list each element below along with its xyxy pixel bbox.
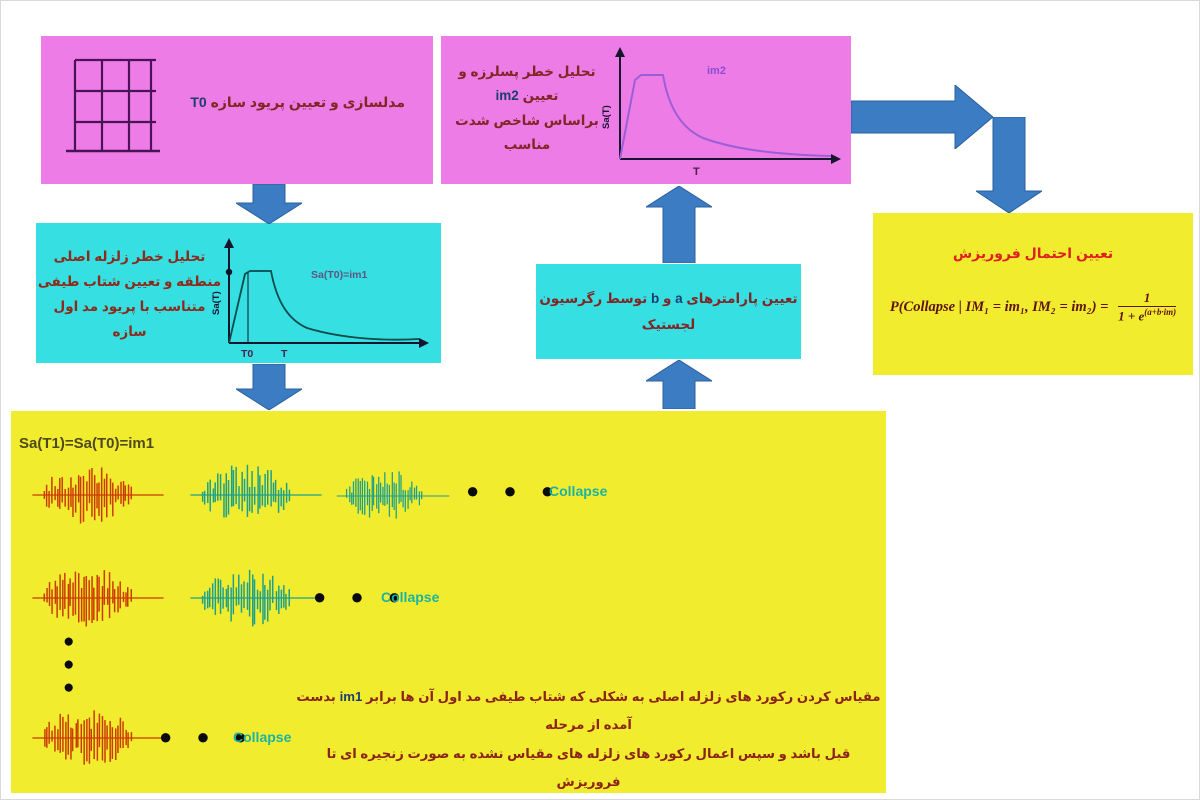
- accelerogram-teal: [190, 569, 322, 627]
- regression-label-line2: لجستیک: [641, 316, 696, 332]
- regression-box: تعیین پارامترهای a و b توسط رگرسیون لجست…: [536, 264, 801, 359]
- regression-label-vav: و: [662, 291, 672, 306]
- probability-title: تعیین احتمال فروریزش: [952, 245, 1114, 261]
- denominator-base: 1 + e: [1118, 308, 1145, 324]
- t0-symbol: T0: [190, 94, 207, 110]
- regression-label-part1: تعیین پارامترهای: [686, 291, 798, 306]
- ellipsis-dots: ● ● ●: [159, 724, 257, 749]
- x-axis-arrowhead: [419, 338, 429, 348]
- collapse-probability-formula: P(Collapse | IM₁ = im₁, IM₂ = im₂) = 1 1…: [873, 290, 1193, 324]
- accelerogram-red: [32, 570, 164, 627]
- model-box: مدلسازی و تعیین پریود سازه T0: [41, 36, 433, 184]
- model-label-text: مدلسازی و تعیین پریود سازه: [210, 94, 405, 110]
- y-axis-arrowhead: [224, 238, 234, 248]
- curve-label-sa-t0: Sa(T0)=im1: [311, 269, 367, 281]
- structure-frame-icon: [66, 58, 160, 153]
- sa-equality-label: Sa(T1)=Sa(T0)=im1: [19, 435, 155, 452]
- ida-box: Sa(T1)=Sa(T0)=im1 ● ● ● Collapse ● ● ● C…: [11, 411, 886, 793]
- arrow-aftershock-right: [851, 85, 993, 149]
- paragraph-line1-pre: مقیاس کردن رکورد های زلزله اصلی به شکلی …: [365, 689, 881, 704]
- fraction-numerator: 1: [1118, 290, 1177, 308]
- mainshock-hazard-plot: Sa(T0)=im1 Sa(T) T0 T: [211, 238, 429, 360]
- aftershock-label-line1: تحلیل خطر پسلرزه و تعیین: [458, 64, 596, 104]
- vertical-ellipsis-dots: ● ● ●: [63, 631, 75, 698]
- curve-label-im2: im2: [707, 65, 726, 77]
- arrow-model-to-mainshock: [236, 184, 302, 224]
- ida-paragraph: مقیاس کردن رکورد های زلزله اصلی به شکلی …: [296, 683, 881, 797]
- im1-symbol: im1: [339, 689, 363, 704]
- ellipsis-dots: ● ● ●: [466, 478, 564, 503]
- aftershock-box: تحلیل خطر پسلرزه و تعیین im2 براساس شاخص…: [441, 36, 851, 184]
- accelerogram-red: [32, 710, 164, 765]
- aftershock-box-label: تحلیل خطر پسلرزه و تعیین im2 براساس شاخص…: [441, 60, 613, 157]
- aftershock-hazard-plot: im2 Sa(T) T: [601, 47, 841, 178]
- denominator-exponent: (a+b·im): [1144, 307, 1177, 318]
- model-box-label: مدلسازی و تعیین پریود سازه T0: [190, 94, 405, 111]
- collapse-label: Collapse: [549, 483, 608, 499]
- fraction-denominator: 1 + e(a+b·im): [1118, 307, 1176, 324]
- mainshock-box: تحلیل خطر زلزله اصلی منطقه و تعیین شتاب …: [36, 223, 441, 363]
- arrow-ida-to-regression: [646, 360, 712, 409]
- collapse-label: Collapse: [233, 729, 292, 745]
- im2-symbol: im2: [495, 88, 519, 104]
- accelerogram-teal: [190, 464, 322, 518]
- regression-label-part2: توسط رگرسیون: [539, 291, 648, 306]
- probability-box: تعیین احتمال فروریزش P(Collapse | IM₁ = …: [873, 213, 1193, 375]
- formula-lhs: P(Collapse | IM₁ = im₁, IM₂ = im₂) =: [889, 298, 1109, 315]
- mainshock-label-line2: منطقه و تعیین شتاب طیفی: [37, 273, 222, 289]
- im1-marker-dot: [225, 268, 233, 276]
- formula-fraction: 1 1 + e(a+b·im): [1118, 290, 1177, 324]
- accelerogram-red: [32, 467, 164, 524]
- hazard-curve: [619, 74, 832, 160]
- y-axis-label: Sa(T): [211, 291, 222, 315]
- paragraph-line2: قبل باشد و سپس اعمال رکورد های زلزله های…: [326, 745, 851, 790]
- x-axis-label: T: [281, 348, 288, 360]
- ellipsis-dots: ● ● ●: [313, 584, 411, 609]
- mainshock-label-line1: تحلیل خطر زلزله اصلی: [53, 249, 206, 264]
- regression-box-label: تعیین پارامترهای a و b توسط رگرسیون لجست…: [536, 286, 801, 337]
- y-axis-label: Sa(T): [601, 105, 612, 129]
- x-axis-label: T: [693, 166, 700, 178]
- arrow-mainshock-to-ida: [236, 364, 302, 410]
- accelerogram-teal: [336, 471, 450, 519]
- hazard-curve: [228, 270, 420, 344]
- t0-tick-label: T0: [241, 348, 253, 360]
- arrow-down-to-probability: [976, 117, 1042, 213]
- x-axis-arrowhead: [831, 154, 841, 164]
- aftershock-label-line2: براساس شاخص شدت مناسب: [455, 112, 599, 152]
- y-axis-arrowhead: [615, 47, 625, 57]
- mainshock-label-line3: متناسب با پریود مد اول سازه: [53, 298, 206, 339]
- paragraph-line1-post: بدست آمده از مرحله: [296, 689, 632, 733]
- arrow-regression-to-aftershock: [646, 186, 712, 263]
- b-symbol: b: [650, 291, 660, 306]
- a-symbol: a: [675, 291, 683, 306]
- mainshock-box-label: تحلیل خطر زلزله اصلی منطقه و تعیین شتاب …: [36, 245, 223, 345]
- collapse-label: Collapse: [381, 589, 440, 605]
